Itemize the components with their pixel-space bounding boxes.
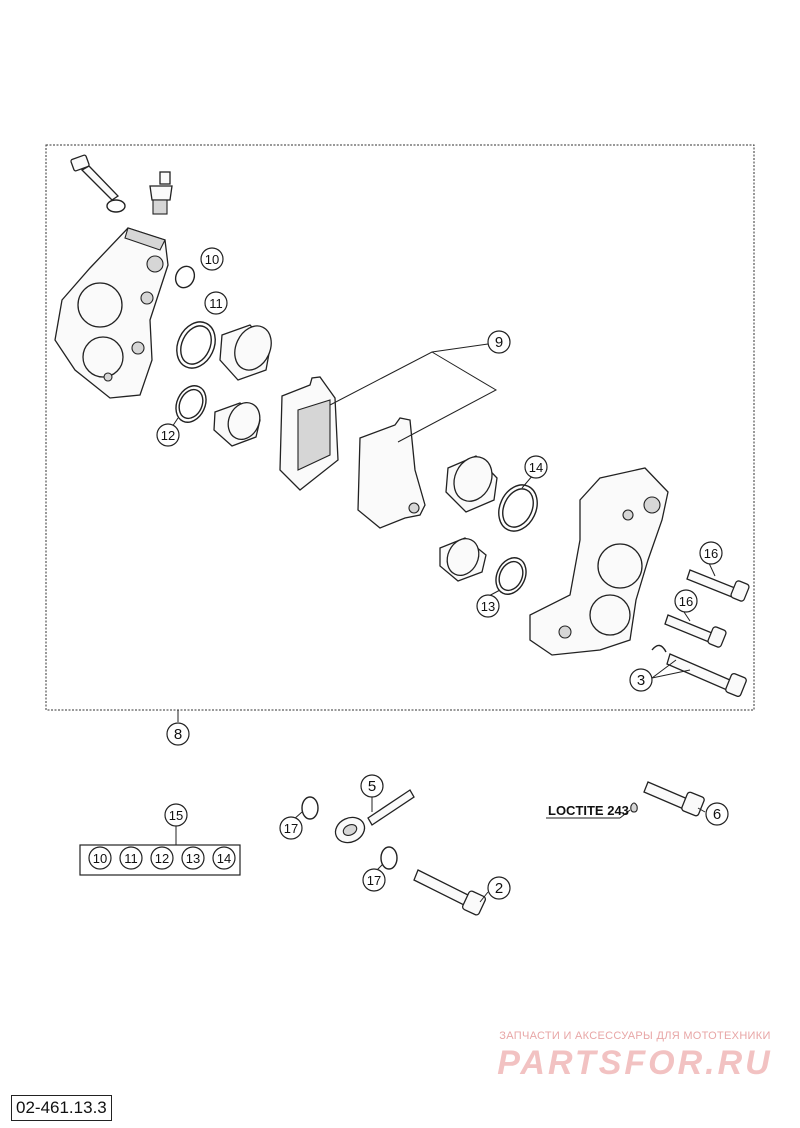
callout-16-lower-label: 16 bbox=[679, 594, 693, 609]
bolt-16-upper bbox=[686, 569, 750, 602]
callout-11-label: 11 bbox=[209, 296, 223, 311]
piston-small-right bbox=[439, 537, 487, 582]
callout-17-upper-label: 17 bbox=[284, 821, 298, 836]
bleeder-screw-part bbox=[149, 171, 173, 215]
loctite-drop-icon bbox=[630, 802, 638, 813]
callout-8-label: 8 bbox=[174, 726, 182, 743]
callout-17-lower-label: 17 bbox=[367, 873, 381, 888]
callout-16-upper: 16 bbox=[699, 541, 723, 565]
callout-14: 14 bbox=[524, 455, 548, 479]
loctite-label: LOCTITE 243 bbox=[548, 803, 629, 818]
callout-16-upper-label: 16 bbox=[704, 546, 718, 561]
callout-12-label: 12 bbox=[161, 428, 175, 443]
callout-11: 11 bbox=[204, 291, 228, 315]
callout-5: 5 bbox=[360, 774, 384, 798]
retaining-clip bbox=[651, 644, 667, 653]
callout-9-label: 9 bbox=[495, 334, 503, 351]
kit-item: 11 bbox=[119, 846, 143, 870]
caliper-assembly-frame bbox=[45, 144, 755, 711]
callout-2-label: 2 bbox=[495, 880, 503, 897]
callout-3: 3 bbox=[629, 668, 653, 692]
kit-item-label: 14 bbox=[217, 851, 231, 866]
watermark: ЗАПЧАСТИ И АКСЕССУАРЫ ДЛЯ МОТОТЕХНИКИ PA… bbox=[480, 1030, 790, 1083]
callout-14-label: 14 bbox=[529, 460, 543, 475]
banjo-bolt-2 bbox=[413, 869, 487, 916]
callout-12: 12 bbox=[156, 423, 180, 447]
watermark-caption: ЗАПЧАСТИ И АКСЕССУАРЫ ДЛЯ МОТОТЕХНИКИ bbox=[499, 1030, 771, 1042]
callout-5-label: 5 bbox=[368, 778, 376, 795]
caliper-half-right bbox=[529, 467, 669, 656]
kit-item-label: 13 bbox=[186, 851, 200, 866]
callout-10: 10 bbox=[200, 247, 224, 271]
callout-2: 2 bbox=[487, 876, 511, 900]
bolt-6 bbox=[643, 781, 705, 817]
kit-item-label: 12 bbox=[155, 851, 169, 866]
brake-pad-right bbox=[357, 417, 426, 529]
kit-item: 14 bbox=[212, 846, 236, 870]
callout-15: 15 bbox=[164, 803, 188, 827]
callout-17-lower: 17 bbox=[362, 868, 386, 892]
callout-9: 9 bbox=[487, 330, 511, 354]
callout-16-lower: 16 bbox=[674, 589, 698, 613]
piston-large-right bbox=[445, 455, 498, 513]
seal-11 bbox=[176, 321, 216, 369]
callout-13: 13 bbox=[476, 594, 500, 618]
washer-17-lower bbox=[380, 846, 398, 870]
seal-14 bbox=[498, 484, 538, 532]
callout-13-label: 13 bbox=[481, 599, 495, 614]
seal-13 bbox=[495, 557, 527, 595]
callout-8: 8 bbox=[166, 722, 190, 746]
watermark-logo: PARTSFOR.RU bbox=[497, 1044, 773, 1082]
callout-17-upper: 17 bbox=[279, 816, 303, 840]
kit-item: 12 bbox=[150, 846, 174, 870]
kit-item: 13 bbox=[181, 846, 205, 870]
diagram-id-label: 02-461.13.3 bbox=[11, 1095, 112, 1121]
kit-item: 10 bbox=[88, 846, 112, 870]
seal-10-left bbox=[174, 265, 196, 289]
brake-line-banjo bbox=[334, 789, 415, 844]
kit-item-label: 11 bbox=[124, 851, 138, 866]
seal-12 bbox=[175, 385, 207, 423]
caliper-half-left bbox=[54, 227, 169, 399]
callout-3-label: 3 bbox=[637, 672, 645, 689]
brake-pad-left bbox=[279, 376, 339, 491]
washer-17-upper bbox=[301, 796, 319, 820]
kit-item-label: 10 bbox=[93, 851, 107, 866]
bolt-3 bbox=[666, 653, 747, 698]
callout-15-label: 15 bbox=[169, 808, 183, 823]
bleeder-cap-part bbox=[70, 154, 126, 213]
piston-small-left bbox=[213, 402, 261, 447]
callout-6: 6 bbox=[705, 802, 729, 826]
callout-6-label: 6 bbox=[713, 806, 721, 823]
bolt-16-lower bbox=[664, 614, 727, 648]
kit-15-box bbox=[79, 844, 241, 876]
callout-10-label: 10 bbox=[205, 252, 219, 267]
piston-large-left bbox=[219, 324, 272, 381]
